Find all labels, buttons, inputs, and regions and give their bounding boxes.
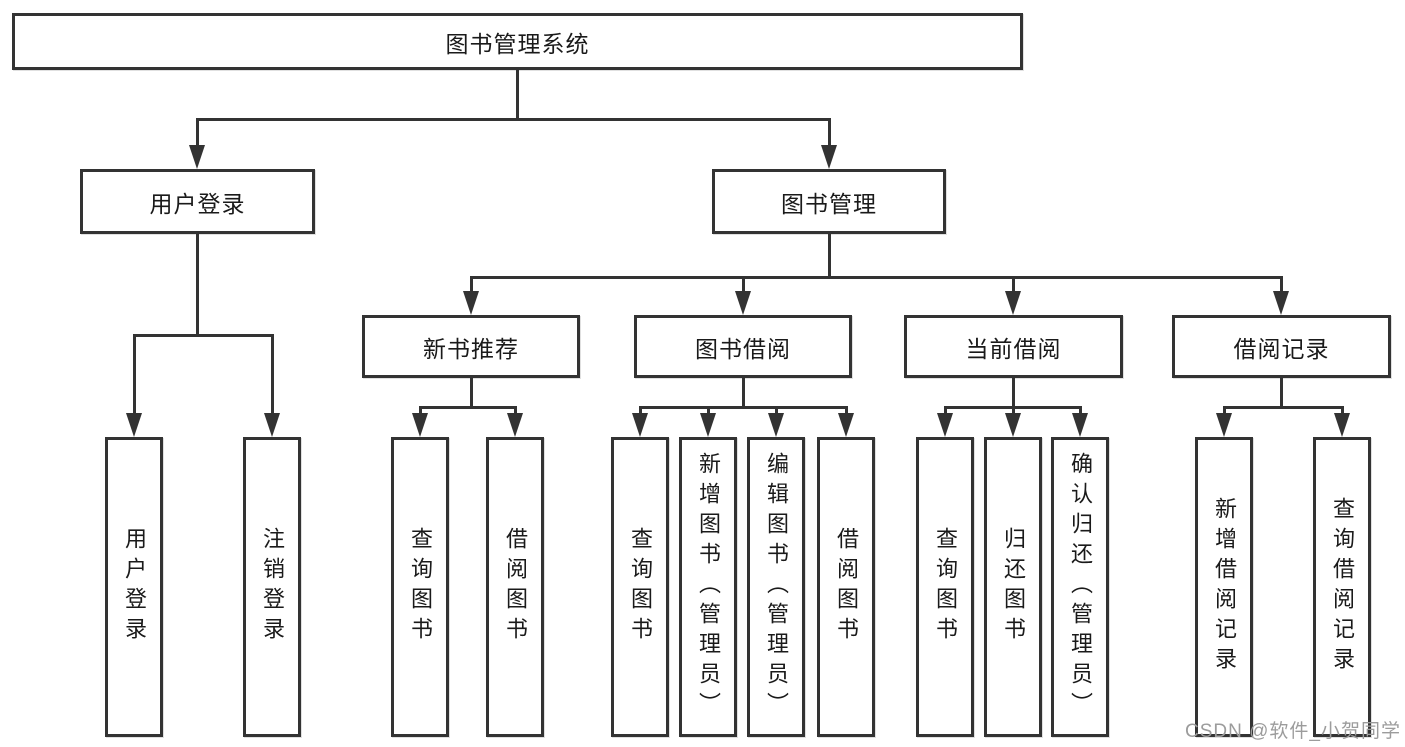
connector-line xyxy=(196,118,199,147)
csdn-watermark: CSDN @软件_小贺同学 xyxy=(1185,721,1401,742)
node-new-book-recommend: 新书推荐 xyxy=(362,315,580,378)
connector-line xyxy=(707,406,710,416)
leaf-label: 查询图书 xyxy=(408,527,433,647)
leaf-label: 用户登录 xyxy=(122,527,147,647)
connector-line xyxy=(1280,276,1283,294)
connector-line xyxy=(470,276,1282,279)
node-label: 图书借阅 xyxy=(695,335,791,362)
connector-line xyxy=(1079,406,1082,416)
arrow-down-icon xyxy=(189,145,205,169)
connector-line xyxy=(639,406,642,416)
connector-line xyxy=(1280,378,1283,409)
leaf-add-borrow-record: 新增借阅记录 xyxy=(1195,437,1253,737)
node-borrowing-records: 借阅记录 xyxy=(1172,315,1391,378)
node-current-borrowing: 当前借阅 xyxy=(904,315,1123,378)
arrow-down-icon xyxy=(463,291,479,315)
leaf-borrow-books-recommend: 借阅图书 xyxy=(486,437,544,737)
arrow-down-icon xyxy=(632,413,648,437)
connector-line xyxy=(516,68,519,121)
connector-line xyxy=(845,406,848,416)
arrow-down-icon xyxy=(821,145,837,169)
connector-line xyxy=(1012,276,1015,294)
arrow-down-icon xyxy=(126,413,142,437)
leaf-add-book-admin: 新增图书（管理员） xyxy=(679,437,737,737)
arrow-down-icon xyxy=(937,413,953,437)
connector-line xyxy=(742,276,745,294)
node-book-borrowing: 图书借阅 xyxy=(634,315,852,378)
leaf-label: 新增借阅记录 xyxy=(1212,497,1237,677)
node-label: 新书推荐 xyxy=(423,335,519,362)
leaf-edit-book-admin: 编辑图书（管理员） xyxy=(747,437,805,737)
arrow-down-icon xyxy=(1216,413,1232,437)
leaf-label: 新增图书（管理员） xyxy=(696,452,721,722)
connector-line xyxy=(944,406,947,416)
connector-line xyxy=(828,234,831,279)
leaf-confirm-return-admin: 确认归还（管理员） xyxy=(1051,437,1109,737)
leaf-label: 借阅图书 xyxy=(834,527,859,647)
node-label: 图书管理 xyxy=(781,190,877,217)
connector-line xyxy=(133,334,274,337)
arrow-down-icon xyxy=(412,413,428,437)
arrow-down-icon xyxy=(768,413,784,437)
arrow-down-icon xyxy=(1334,413,1350,437)
leaf-query-books-current: 查询图书 xyxy=(916,437,974,737)
connector-line xyxy=(196,118,831,121)
connector-line xyxy=(639,406,848,409)
node-label: 图书管理系统 xyxy=(445,30,590,57)
connector-line xyxy=(1012,406,1015,416)
leaf-label: 查询图书 xyxy=(933,527,958,647)
arrow-down-icon xyxy=(507,413,523,437)
leaf-user-login: 用户登录 xyxy=(105,437,163,737)
node-label: 借阅记录 xyxy=(1233,335,1330,362)
arrow-down-icon xyxy=(1005,291,1021,315)
node-library-management-system: 图书管理系统 xyxy=(12,13,1023,70)
connector-line xyxy=(1223,406,1226,416)
connector-line xyxy=(775,406,778,416)
connector-line xyxy=(470,276,473,294)
connector-line xyxy=(828,118,831,147)
connector-line xyxy=(1012,378,1015,409)
arrow-down-icon xyxy=(1072,413,1088,437)
node-label: 当前借阅 xyxy=(965,335,1062,362)
leaf-label: 查询图书 xyxy=(628,527,653,647)
leaf-label: 编辑图书（管理员） xyxy=(764,452,789,722)
arrow-down-icon xyxy=(1273,291,1289,315)
connector-line xyxy=(133,334,136,415)
arrow-down-icon xyxy=(264,413,280,437)
arrow-down-icon xyxy=(700,413,716,437)
connector-line xyxy=(742,378,745,409)
leaf-logout: 注销登录 xyxy=(243,437,301,737)
connector-line xyxy=(271,334,274,415)
connector-line xyxy=(419,406,422,416)
leaf-label: 归还图书 xyxy=(1001,527,1026,647)
node-label: 用户登录 xyxy=(149,190,246,217)
node-book-management: 图书管理 xyxy=(712,169,946,234)
connector-line xyxy=(196,234,199,336)
arrow-down-icon xyxy=(1005,413,1021,437)
connector-line xyxy=(419,406,517,409)
node-user-login: 用户登录 xyxy=(80,169,315,234)
arrow-down-icon xyxy=(838,413,854,437)
leaf-label: 借阅图书 xyxy=(503,527,528,647)
leaf-borrow-books: 借阅图书 xyxy=(817,437,875,737)
leaf-query-books-recommend: 查询图书 xyxy=(391,437,449,737)
leaf-query-books-borrow: 查询图书 xyxy=(611,437,669,737)
connector-line xyxy=(1223,406,1344,409)
connector-line xyxy=(1341,406,1344,416)
connector-line xyxy=(514,406,517,416)
leaf-label: 注销登录 xyxy=(260,527,285,647)
arrow-down-icon xyxy=(735,291,751,315)
connector-line xyxy=(470,378,473,409)
leaf-label: 查询借阅记录 xyxy=(1330,497,1355,677)
leaf-label: 确认归还（管理员） xyxy=(1068,452,1093,722)
leaf-return-book: 归还图书 xyxy=(984,437,1042,737)
leaf-query-borrow-record: 查询借阅记录 xyxy=(1313,437,1371,737)
